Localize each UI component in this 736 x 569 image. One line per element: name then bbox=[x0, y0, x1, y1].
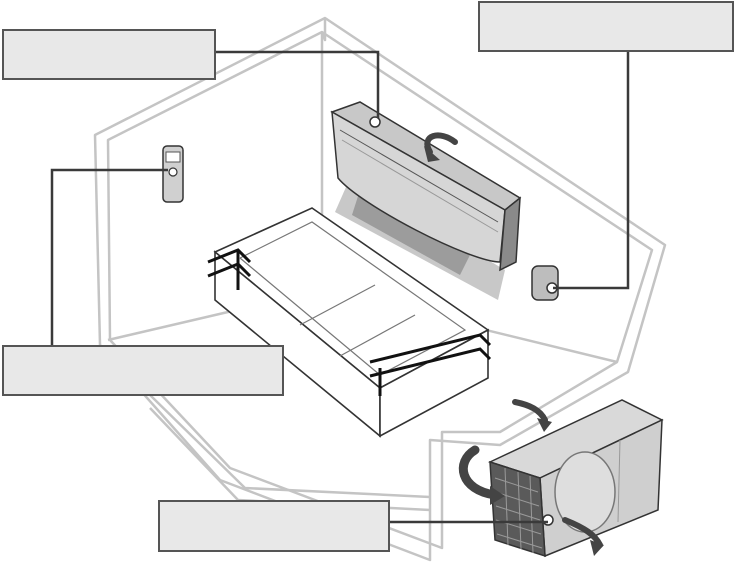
leader-indoor-unit bbox=[215, 50, 380, 118]
label-indoor-unit bbox=[2, 29, 216, 80]
label-remote-controller bbox=[2, 345, 284, 396]
leader-remote bbox=[50, 168, 168, 345]
bed-rails bbox=[207, 248, 492, 396]
remote-controller bbox=[162, 145, 184, 203]
leader-lines bbox=[50, 50, 630, 524]
wall-connector bbox=[531, 265, 559, 301]
label-outdoor-unit-hose bbox=[478, 1, 734, 52]
leader-connector bbox=[553, 52, 630, 290]
indoor-unit bbox=[330, 101, 522, 272]
bed bbox=[213, 207, 490, 438]
outdoor-unit bbox=[458, 399, 664, 558]
label-outdoor-unit bbox=[158, 500, 390, 552]
